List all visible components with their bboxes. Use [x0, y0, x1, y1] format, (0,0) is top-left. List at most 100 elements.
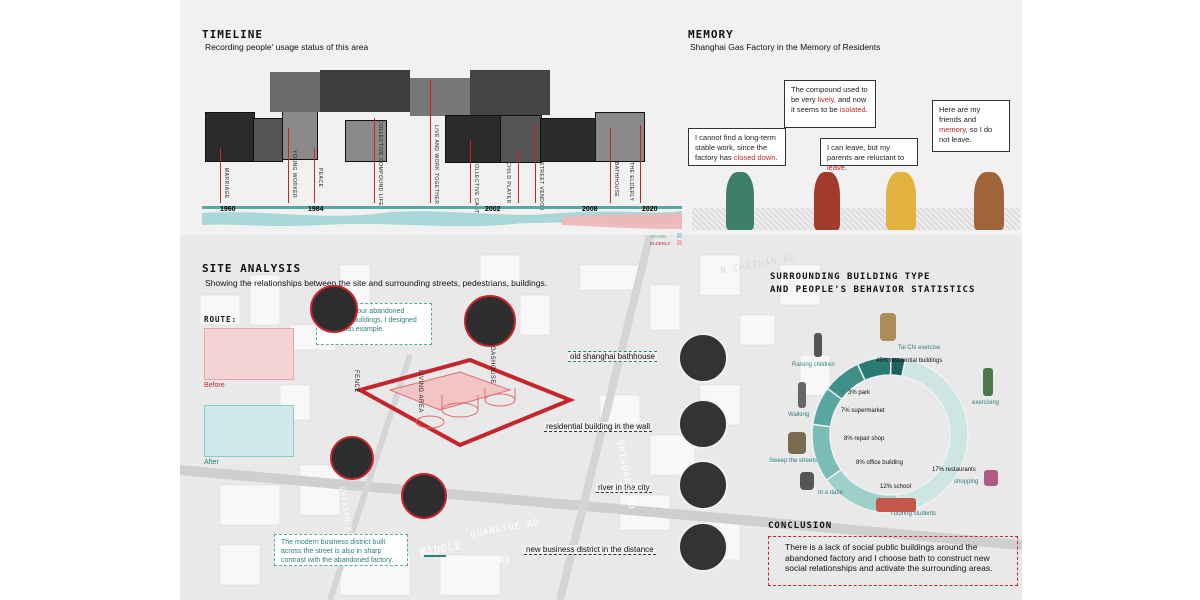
- timeline-photo: [205, 112, 255, 162]
- quote-highlight: closed down: [733, 153, 776, 162]
- segment-label: 45% residential buildings: [876, 358, 943, 364]
- timeline-marker: [518, 150, 519, 203]
- segment-label: 12% school: [880, 484, 912, 490]
- memory-subtitle: Shanghai Gas Factory in the Memory of Re…: [690, 42, 881, 52]
- site-subtitle: Showing the relationships between the si…: [205, 278, 548, 288]
- timeline-event-label: YOUNG WORKER: [291, 150, 297, 199]
- donut-segment-school: [811, 423, 843, 482]
- timeline-subtitle: Recording people' usage status of this a…: [205, 42, 369, 52]
- person-icon: [983, 368, 993, 396]
- memory-quote-bubble: I can leave, but my parents are reluctan…: [820, 138, 918, 172]
- note-arrow: [424, 555, 446, 557]
- timeline-marker: [610, 128, 611, 203]
- timeline-event-label: THE ELDERLY: [628, 162, 634, 202]
- timeline-photo: [445, 115, 502, 163]
- building-label: GASHOUSE: [489, 346, 495, 385]
- segment-label: 17% restaurants: [932, 467, 976, 473]
- timeline-event-label: PEACE: [317, 168, 323, 188]
- behavior-label: Tutoring students: [890, 511, 937, 517]
- segment-label: 8% office building: [856, 460, 903, 466]
- behavior-label: In a daze: [818, 490, 843, 496]
- callout-photo: [678, 460, 728, 510]
- timeline-year: 1984: [308, 206, 324, 213]
- timeline-event-label: STREET VENDOR: [538, 162, 544, 211]
- callout-photo: [678, 399, 728, 449]
- timeline-marker: [640, 125, 641, 203]
- segment-label: 8% repair shop: [844, 436, 885, 442]
- behavior-label: Walking: [788, 412, 810, 418]
- behavior-label: Sweep the streets: [769, 458, 818, 464]
- resident-figure: [886, 172, 916, 230]
- behavior-label: Raising children: [792, 362, 835, 368]
- timeline-photo: [253, 118, 283, 162]
- memory-quote-bubble: The compound used to be very lively, and…: [784, 80, 876, 128]
- timeline-event-label: COLLECTIVE COMPOUND LIFE: [377, 120, 383, 207]
- site-detail-photo: [310, 285, 358, 333]
- timeline-marker: [288, 128, 289, 203]
- timeline-event-label: BATHHOUSE: [613, 162, 619, 198]
- callout-residential: residential building in the wall: [544, 422, 653, 432]
- quote-highlight: lively: [817, 95, 834, 104]
- site-note-bottom: The modern business district built acros…: [274, 534, 408, 566]
- conclusion-title: CONCLUSION: [768, 521, 833, 531]
- memory-quote-bubble: I cannot find a long-term stable work, s…: [688, 128, 786, 166]
- resident-figure: [974, 172, 1004, 230]
- timeline-title: TIMELINE: [202, 28, 263, 41]
- building-label: FENCE: [353, 370, 359, 393]
- timeline-year: 1960: [220, 206, 236, 213]
- conclusion-box: There is a lack of social public buildin…: [768, 536, 1018, 586]
- callout-photo: [678, 333, 728, 383]
- site-detail-photo: [401, 473, 447, 519]
- timeline-photo: [320, 70, 410, 112]
- timeline-photo: [595, 112, 645, 162]
- timeline-event-label: CHILD PLAYER: [505, 162, 511, 204]
- behavior-label: exercising: [972, 400, 1000, 406]
- stats-title-line1: SURROUNDING BUILDING TYPE: [770, 272, 931, 282]
- legend-young-swatch: [677, 233, 682, 238]
- quote-text: I can leave, but my parents are reluctan…: [827, 143, 905, 162]
- memory-quote-bubble: Here are my friends and memory, so I do …: [932, 100, 1010, 152]
- timeline-marker: [314, 148, 315, 203]
- segment-label: 7% supermarket: [841, 408, 885, 414]
- quote-text: Here are my friends and: [939, 105, 981, 124]
- person-icon: [788, 432, 806, 454]
- route-label: ROUTE:: [204, 315, 238, 324]
- poster-board: TIMELINE Recording people' usage status …: [180, 0, 1022, 600]
- segment-label: 3% park: [848, 390, 871, 396]
- quote-highlight: leave: [827, 163, 845, 172]
- timeline-year: 2008: [582, 206, 598, 213]
- site-axonometric: [354, 357, 576, 448]
- callout-photo: [678, 522, 728, 572]
- timeline-event-label: MARRIAGE: [223, 168, 229, 199]
- quote-text: .: [775, 153, 778, 162]
- site-title: SITE ANALYSIS: [202, 262, 302, 275]
- timeline-event-label: LIVE AND WORK TOGETHER: [433, 125, 439, 205]
- building-label: LIVING AREA: [417, 370, 423, 413]
- person-icon: [800, 472, 814, 490]
- quote-highlight: memory: [939, 125, 966, 134]
- building-type-donut-chart: [811, 356, 969, 514]
- timeline-event-label: COLLECTIVE CANTEEN: [473, 160, 479, 226]
- memory-title: MEMORY: [688, 28, 734, 41]
- timeline-marker: [535, 125, 536, 203]
- quote-text: .: [865, 105, 868, 114]
- quote-text: The compound used to be very: [791, 85, 868, 104]
- timeline-year: 2020: [642, 206, 658, 213]
- route-after-map: [204, 405, 294, 457]
- people-group-icon: [876, 498, 916, 512]
- street-name: QING RD: [470, 556, 511, 565]
- legend-young: YOUNG: [650, 234, 667, 239]
- behavior-label: Tai Chi exercise: [898, 345, 941, 351]
- quote-text: , so I do not leave.: [939, 125, 993, 144]
- legend-elderly: ELDERLY: [650, 241, 671, 246]
- timeline-marker: [374, 118, 375, 203]
- behavior-label: shopping: [954, 479, 979, 485]
- site-detail-photo: [464, 295, 516, 347]
- resident-figure: [814, 172, 840, 230]
- donut-segment-park: [889, 356, 907, 378]
- callout-river: river in the city: [596, 483, 652, 493]
- route-before-label: Before: [204, 382, 225, 389]
- route-after-label: After: [204, 459, 219, 466]
- callout-bathhouse: old shanghai bathhouse: [568, 351, 657, 362]
- quote-text: .: [844, 163, 848, 172]
